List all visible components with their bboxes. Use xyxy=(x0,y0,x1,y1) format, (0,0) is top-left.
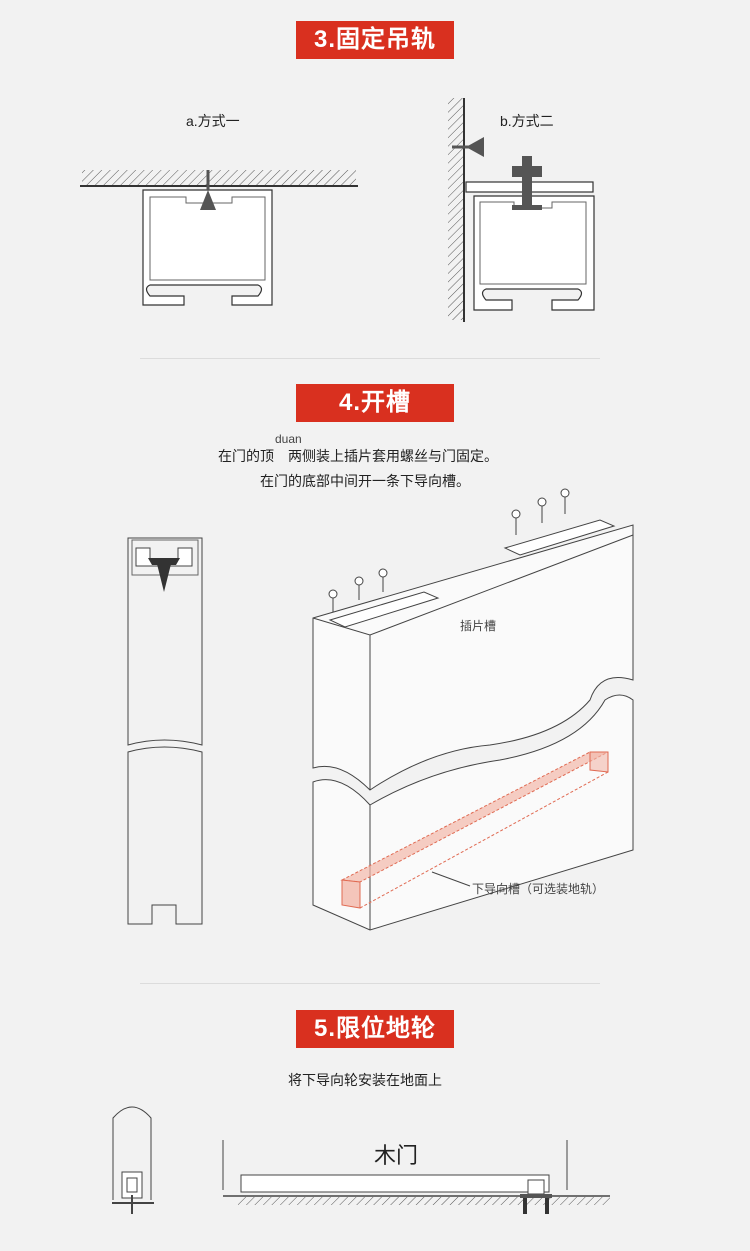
slot-screws xyxy=(328,488,570,612)
instruction-line-1: 在门的顶 两侧装上插片套用螺丝与门固定。 xyxy=(218,448,498,464)
instruction-line-2: 在门的底部中间开一条下导向槽。 xyxy=(260,473,470,489)
groove-label: 下导向槽（可选装地轨） xyxy=(472,882,605,896)
ruby-annotation: duan xyxy=(275,432,302,446)
track-profile-a xyxy=(142,189,273,306)
section-5-title: 5.限位地轮 xyxy=(296,1010,454,1048)
door-end-view xyxy=(112,1106,154,1214)
divider-1 xyxy=(140,358,600,359)
wall-screw-icon xyxy=(466,137,484,157)
screw-icon xyxy=(200,190,216,210)
ceiling-mount-diagram xyxy=(80,170,358,306)
section-3-title: 3.固定吊轨 xyxy=(296,21,454,59)
floor-guide-wheel-icon xyxy=(520,1179,552,1214)
method-a-label: a.方式一 xyxy=(186,113,240,129)
slot-label: 插片槽 xyxy=(460,619,497,633)
screw-icon xyxy=(156,560,172,592)
track-profile-b xyxy=(473,195,595,311)
door-label: 木门 xyxy=(374,1143,419,1168)
method-b-label: b.方式二 xyxy=(500,113,554,129)
wall-mount-diagram xyxy=(448,98,595,322)
section-5-instruction: 将下导向轮安装在地面上 xyxy=(288,1072,442,1088)
bolt-icon xyxy=(512,156,542,210)
section-4-title: 4.开槽 xyxy=(296,384,454,422)
bottom-groove-highlight xyxy=(340,751,609,909)
divider-2 xyxy=(140,983,600,984)
